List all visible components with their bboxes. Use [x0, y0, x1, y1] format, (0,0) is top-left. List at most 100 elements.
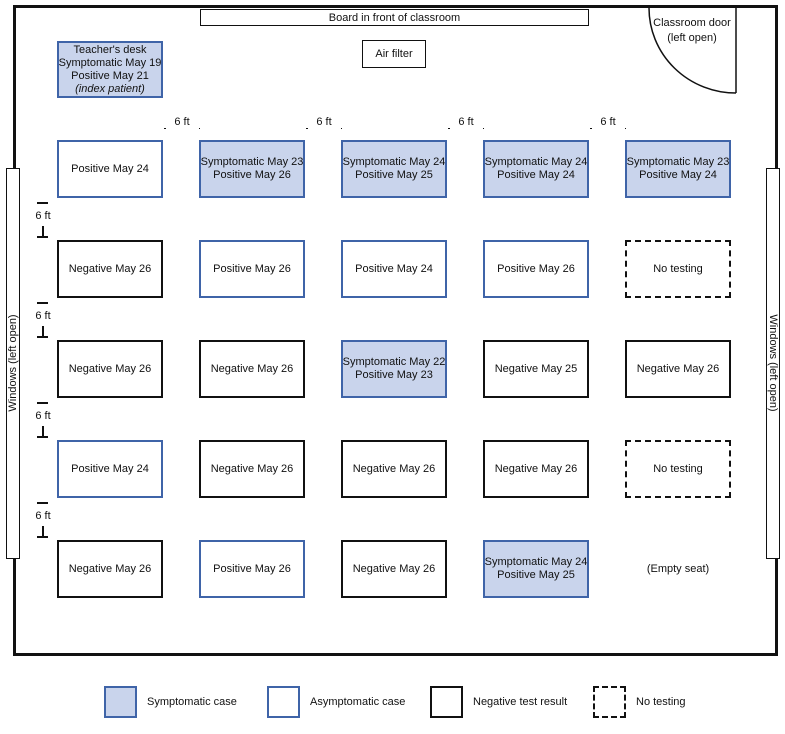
desk-text: No testing	[653, 462, 703, 475]
desk-text: Positive May 24	[639, 169, 717, 181]
spacing-label: 6 ft	[35, 210, 51, 222]
dimension-tick	[37, 502, 48, 504]
vertical-spacing-marker: 6 ft	[28, 502, 58, 538]
right-windows	[766, 168, 780, 559]
desk-r5-c1: Negative May 26	[57, 540, 163, 598]
desk-r3-c4: Negative May 25	[483, 340, 589, 398]
board-label: Board in front of classroom	[328, 11, 461, 24]
desk-text: Positive May 24	[497, 169, 575, 181]
horizontal-spacing-marker: 6 ft	[164, 116, 200, 132]
desk-text: Negative May 25	[494, 362, 578, 375]
teacher-desk-note: (index patient)	[75, 82, 145, 95]
legend-item-asymptomatic: Asymptomatic case	[267, 686, 405, 718]
desk-text: Positive May 26	[213, 262, 291, 275]
desk-r2-c1: Negative May 26	[57, 240, 163, 298]
right-windows-label: Windows (left open)	[767, 314, 779, 412]
legend-label: Asymptomatic case	[310, 696, 406, 708]
vertical-spacing-marker: 6 ft	[28, 302, 58, 338]
legend-label: Negative test result	[473, 696, 568, 708]
desk-text: Negative May 26	[352, 462, 436, 475]
legend-swatch	[104, 686, 137, 718]
classroom-door-icon	[648, 8, 737, 94]
teacher-desk-symptom-date: Symptomatic May 19	[58, 56, 162, 69]
dimension-tick	[37, 402, 48, 404]
spacing-label: 6 ft	[448, 116, 484, 128]
desk-r2-c5: No testing	[625, 240, 731, 298]
legend-item-symptomatic: Symptomatic case	[104, 686, 237, 718]
teacher-desk-title: Teacher's desk	[73, 43, 147, 56]
dimension-tick	[37, 202, 48, 204]
desk-r4-c5: No testing	[625, 440, 731, 498]
desk-text: Negative May 26	[68, 362, 152, 375]
desk-text: Negative May 26	[494, 462, 578, 475]
desk-text: (Empty seat)	[646, 562, 710, 575]
dimension-tick	[37, 236, 48, 238]
desk-text: Positive May 24	[355, 262, 433, 275]
desk-r4-c2: Negative May 26	[199, 440, 305, 498]
legend-label: Symptomatic case	[147, 696, 237, 708]
legend-item-notest: No testing	[593, 686, 686, 718]
desk-r1-c1: Positive May 24	[57, 140, 163, 198]
dimension-tick	[37, 536, 48, 538]
vertical-spacing-marker: 6 ft	[28, 402, 58, 438]
left-windows	[6, 168, 20, 559]
air-filter-label: Air filter	[375, 48, 413, 60]
desk-r2-c3: Positive May 24	[341, 240, 447, 298]
desk-text: Symptomatic May 24	[484, 156, 588, 168]
door-label-line2: (left open)	[667, 32, 717, 44]
desk-text: Positive May 24	[71, 462, 149, 475]
desk-text: Negative May 26	[352, 562, 436, 575]
legend-item-negative: Negative test result	[430, 686, 567, 718]
horizontal-spacing-marker: 6 ft	[590, 116, 626, 132]
desk-r3-c1: Negative May 26	[57, 340, 163, 398]
horizontal-spacing-marker: 6 ft	[306, 116, 342, 132]
dimension-tick	[37, 336, 48, 338]
desk-text: Symptomatic May 23	[200, 156, 304, 168]
desk-text: Negative May 26	[210, 462, 294, 475]
spacing-label: 6 ft	[306, 116, 342, 128]
dimension-tick	[37, 302, 48, 304]
spacing-label: 6 ft	[35, 510, 51, 522]
left-windows-label: Windows (left open)	[7, 314, 19, 412]
desk-text: Negative May 26	[210, 362, 294, 375]
spacing-label: 6 ft	[35, 310, 51, 322]
spacing-label: 6 ft	[590, 116, 626, 128]
spacing-label: 6 ft	[35, 410, 51, 422]
legend-swatch	[593, 686, 626, 718]
desk-r5-c3: Negative May 26	[341, 540, 447, 598]
desk-r5-c2: Positive May 26	[199, 540, 305, 598]
dimension-line	[42, 526, 44, 537]
desk-text: No testing	[653, 262, 703, 275]
desk-text: Positive May 23	[355, 369, 433, 381]
spacing-label: 6 ft	[164, 116, 200, 128]
legend-swatch	[430, 686, 463, 718]
desk-text: Symptomatic May 24	[342, 156, 446, 168]
dimension-line	[42, 226, 44, 237]
desk-text: Positive May 25	[355, 169, 433, 181]
vertical-spacing-marker: 6 ft	[28, 202, 58, 238]
desk-r4-c4: Negative May 26	[483, 440, 589, 498]
desk-text: Symptomatic May 22	[342, 356, 446, 368]
horizontal-spacing-marker: 6 ft	[448, 116, 484, 132]
desk-r3-c2: Negative May 26	[199, 340, 305, 398]
desk-text: Positive May 26	[213, 169, 291, 181]
desk-text: Positive May 26	[497, 262, 575, 275]
desk-r2-c2: Positive May 26	[199, 240, 305, 298]
dimension-line	[42, 426, 44, 437]
air-filter: Air filter	[362, 40, 426, 68]
desk-r5-c5: (Empty seat)	[625, 540, 731, 598]
desk-r2-c4: Positive May 26	[483, 240, 589, 298]
desk-text: Positive May 26	[213, 562, 291, 575]
desk-r4-c3: Negative May 26	[341, 440, 447, 498]
teacher-desk: Teacher's desk Symptomatic May 19 Positi…	[57, 41, 163, 98]
desk-text: Negative May 26	[68, 562, 152, 575]
legend-swatch	[267, 686, 300, 718]
legend-label: No testing	[636, 696, 686, 708]
desk-r4-c1: Positive May 24	[57, 440, 163, 498]
